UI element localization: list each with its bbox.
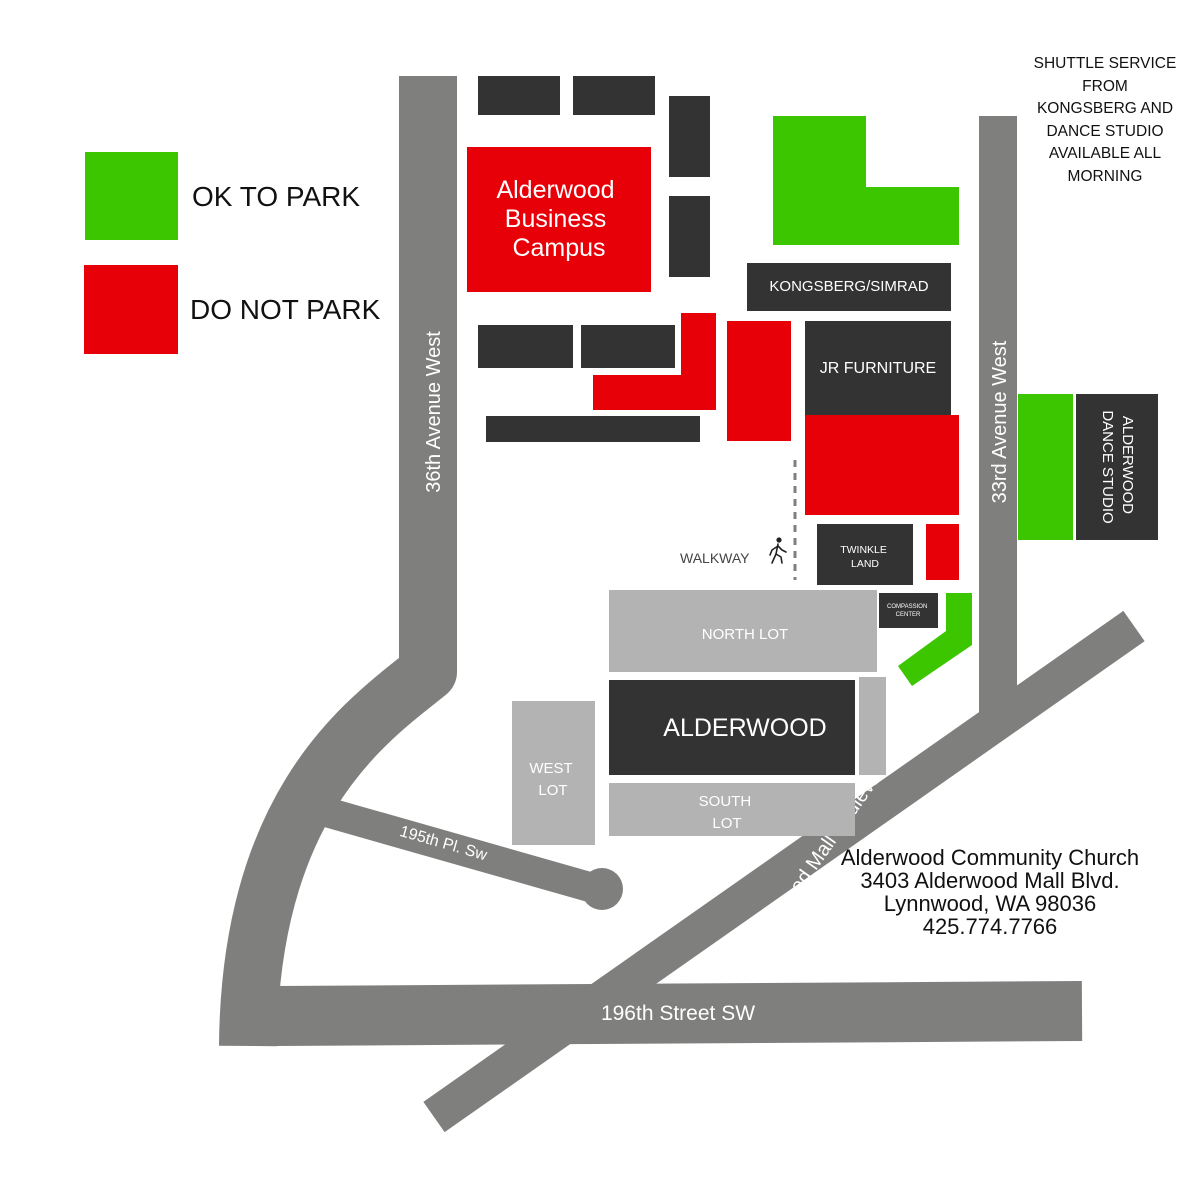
ok-parking-angled-strip — [898, 593, 972, 686]
alderwood-business-campus — [467, 147, 651, 292]
building-twinkle-land — [817, 524, 913, 585]
south-lot — [609, 783, 855, 836]
no-parking-column — [727, 321, 791, 441]
no-parking-l-shape — [593, 313, 716, 410]
ok-parking-areas — [773, 116, 1073, 686]
building-top-right-1 — [669, 96, 710, 177]
church-address: Alderwood Community Church 3403 Alderwoo… — [820, 846, 1160, 938]
label-west-lot-line2: LOT — [538, 782, 567, 799]
road-label-36th-avenue-west: 36th Avenue West — [423, 331, 445, 493]
label-twinkle-land-line1: TWINKLE — [840, 544, 887, 556]
shuttle-line: KONGSBERG AND — [1036, 100, 1174, 117]
label-business-campus: Alderwood Business Campus — [496, 176, 621, 262]
shuttle-line: AVAILABLE ALL — [1048, 145, 1162, 162]
building-alderwood — [609, 680, 855, 775]
road-label-196th-street-sw: 196th Street SW — [601, 1002, 755, 1025]
legend: OK TO PARK DO NOT PARK — [84, 152, 381, 354]
shuttle-line: DANCE STUDIO — [1046, 122, 1164, 140]
label-business-campus-line1: Alderwood — [496, 176, 614, 204]
label-compassion-center-line2: CENTER — [896, 612, 921, 618]
building-compassion-center — [879, 593, 938, 628]
building-mid-left-2 — [581, 325, 675, 368]
labels: Alderwood Business Campus KONGSBERG/SIMR… — [496, 176, 1136, 832]
shuttle-line: FROM — [1082, 77, 1128, 95]
legend-no-label: DO NOT PARK — [190, 294, 381, 325]
label-dance-studio-line1: ALDERWOOD — [1119, 416, 1136, 514]
label-alderwood: ALDERWOOD — [663, 714, 826, 742]
building-long-strip — [486, 416, 700, 442]
label-business-campus-line2: Business — [505, 205, 606, 233]
label-compassion-center: COMPASSION CENTER — [887, 604, 929, 618]
building-top-left-1 — [478, 76, 560, 115]
legend-ok-label: OK TO PARK — [192, 181, 360, 212]
church-name: Alderwood Community Church — [840, 845, 1140, 870]
church-phone: 425.774.7766 — [922, 914, 1058, 939]
walkway-label: WALKWAY — [680, 550, 750, 566]
north-lot — [609, 590, 877, 672]
ok-parking-dance-studio-lot — [1018, 394, 1073, 540]
label-twinkle-land-line2: LAND — [851, 558, 879, 570]
east-strip-lot — [859, 677, 886, 775]
building-mid-left-1 — [478, 325, 573, 368]
west-lot — [512, 701, 595, 845]
road-195th-pl-sw — [300, 791, 605, 905]
church-street: 3403 Alderwood Mall Blvd. — [860, 868, 1120, 893]
road-label-33rd-avenue-west: 33rd Avenue West — [989, 340, 1011, 503]
shuttle-line: MORNING — [1067, 167, 1143, 185]
building-kongsberg-simrad — [747, 263, 951, 311]
label-west-lot: WEST LOT — [529, 760, 576, 799]
shuttle-service-note: SHUTTLE SERVICE FROM KONGSBERG AND DANCE… — [1010, 53, 1200, 188]
building-top-right-2 — [669, 196, 710, 277]
building-jr-furniture — [805, 321, 951, 415]
label-south-lot: SOUTH LOT — [699, 793, 756, 832]
walkway: WALKWAY — [680, 460, 797, 580]
label-north-lot: NORTH LOT — [702, 626, 788, 643]
label-west-lot-line1: WEST — [529, 760, 572, 777]
building-top-left-2 — [573, 76, 655, 115]
label-jr-furniture: JR FURNITURE — [820, 360, 936, 377]
no-parking-large-block — [805, 415, 959, 515]
label-twinkle-land: TWINKLE LAND — [840, 544, 890, 570]
building-alderwood-dance-studio — [1076, 394, 1158, 540]
road-alderwood-mall-boulevard — [423, 610, 1145, 1133]
label-kongsberg-simrad: KONGSBERG/SIMRAD — [769, 278, 928, 295]
road-36th-avenue-west — [219, 76, 457, 1047]
label-south-lot-line2: LOT — [712, 815, 741, 832]
pedestrian-icon — [769, 537, 787, 564]
label-compassion-center-line1: COMPASSION — [887, 604, 927, 610]
label-business-campus-line3: Campus — [512, 234, 605, 262]
shuttle-line: SHUTTLE SERVICE — [1033, 55, 1177, 72]
ok-parking-north-lot — [773, 116, 959, 245]
no-parking-small-block — [926, 524, 959, 580]
no-parking-areas — [467, 147, 959, 580]
legend-ok-swatch — [85, 152, 178, 240]
legend-no-swatch — [84, 265, 178, 354]
church-city: Lynnwood, WA 98036 — [883, 891, 1097, 916]
label-dance-studio-line2: DANCE STUDIO — [1099, 410, 1116, 523]
label-south-lot-line1: SOUTH — [699, 793, 752, 810]
buildings — [478, 76, 1158, 775]
roads — [219, 76, 1145, 1133]
label-dance-studio: ALDERWOOD DANCE STUDIO — [1099, 410, 1136, 523]
parking-lots — [512, 590, 886, 845]
road-196th-street-sw — [275, 981, 1083, 1046]
cul-de-sac — [581, 868, 623, 910]
